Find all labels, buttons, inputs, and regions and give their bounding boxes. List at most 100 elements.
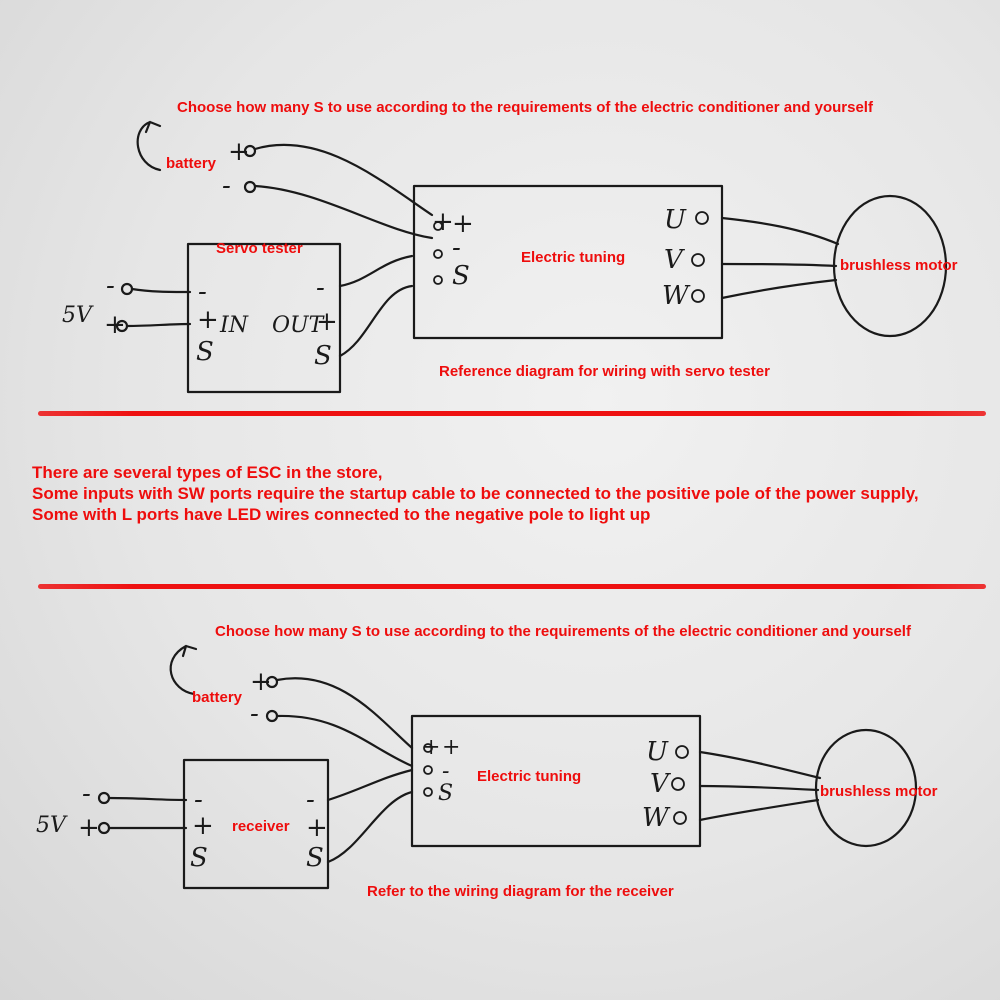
esc-input-signal-b: S xyxy=(438,781,453,806)
battery-plus-b: + xyxy=(250,667,272,697)
esc-output-u: U xyxy=(664,205,687,235)
motor-wire-u-b xyxy=(698,750,822,780)
receiver-label: receiver xyxy=(232,818,290,835)
battery-minus-b: - xyxy=(250,699,259,729)
receiver-out-minus: - xyxy=(306,785,315,815)
battery-minus-wire xyxy=(253,184,434,240)
top-divider xyxy=(38,411,986,416)
supply-minus-wire xyxy=(130,287,192,294)
esc-note-line-3: Some with L ports have LED wires connect… xyxy=(32,505,651,524)
receiver-out-signal: S xyxy=(306,843,324,873)
receiver-pin-plus: + xyxy=(192,811,214,841)
tester-in: IN xyxy=(219,313,249,338)
tester-pin-plus: + xyxy=(197,305,219,335)
esc-input-signal: S xyxy=(452,261,470,291)
motor-circle-bottom xyxy=(814,728,918,848)
tester-out-signal: S xyxy=(314,341,332,371)
esc-in-terminal-1b xyxy=(423,743,433,753)
battery-arrow-b xyxy=(169,644,198,696)
supply-plus-wire xyxy=(125,322,192,328)
tester-pin-minus: - xyxy=(198,277,207,307)
battery-minus: - xyxy=(222,171,231,201)
tester-ground-wire xyxy=(338,254,414,288)
supply-minus-b: - xyxy=(82,779,91,809)
supply-minus-terminal-b xyxy=(97,791,111,805)
battery-plus: + xyxy=(228,137,250,167)
battery-plus-wire xyxy=(253,143,434,217)
supply-minus: - xyxy=(106,271,115,301)
esc-out-u-terminal xyxy=(695,211,709,225)
motor-wire-w-b xyxy=(698,798,820,822)
esc-note-line-1: There are several types of ESC in the st… xyxy=(32,463,383,482)
signal-wire-b xyxy=(326,790,414,864)
motor-wire-u xyxy=(720,216,840,246)
receiver-pin-minus: - xyxy=(194,785,203,815)
esc-in-terminal-3b xyxy=(423,787,433,797)
esc-out-w-terminal-b xyxy=(673,811,687,825)
esc-in-terminal-3 xyxy=(433,275,443,285)
supply-voltage-b: 5V xyxy=(36,813,68,838)
signal-wire xyxy=(338,284,414,358)
receiver-pin-signal: S xyxy=(190,843,208,873)
top-note: Choose how many S to use according to th… xyxy=(177,99,873,116)
supply-plus-b: + xyxy=(78,813,100,843)
tester-out: OUT xyxy=(272,313,326,338)
supply-plus-terminal-b xyxy=(97,821,111,835)
motor-wire-v-b xyxy=(698,784,820,792)
esc-box-bottom xyxy=(410,714,702,848)
top-esc-label: Electric tuning xyxy=(521,249,626,266)
esc-box-top xyxy=(412,184,724,340)
receiver-out-plus: + xyxy=(306,813,328,843)
esc-input-minus-b: - xyxy=(442,759,449,784)
battery-minus-terminal xyxy=(243,180,257,194)
supply-minus-wire-b xyxy=(107,796,188,802)
esc-in-terminal-1 xyxy=(433,221,443,231)
esc-output-v: V xyxy=(664,245,685,275)
esc-out-v-terminal xyxy=(691,253,705,267)
battery-minus-wire-b xyxy=(275,714,414,768)
servo-tester-box xyxy=(186,242,342,394)
esc-output-w: W xyxy=(662,281,691,311)
esc-out-u-terminal-b xyxy=(675,745,689,759)
esc-input-plus-mark-b: + xyxy=(442,735,460,760)
supply-minus-terminal xyxy=(120,282,134,296)
motor-wire-v xyxy=(720,262,838,268)
tester-out-minus: - xyxy=(316,273,325,303)
motor-wire-w xyxy=(720,278,838,300)
tester-pin-signal: S xyxy=(196,337,214,367)
supply-voltage: 5V xyxy=(62,303,94,328)
battery-plus-terminal xyxy=(243,144,257,158)
esc-output-v-b: V xyxy=(650,769,671,799)
esc-in-terminal-2 xyxy=(433,249,443,259)
bottom-motor-label: brushless motor xyxy=(820,783,938,800)
esc-output-u-b: U xyxy=(646,737,669,767)
battery-arrow xyxy=(136,120,162,172)
servo-tester-label: Servo tester xyxy=(216,240,303,257)
tester-out-plus: + xyxy=(316,307,338,337)
esc-out-w-terminal xyxy=(691,289,705,303)
esc-in-terminal-2b xyxy=(423,765,433,775)
esc-output-w-b: W xyxy=(642,803,671,833)
bottom-wiring-diagram: + - 5V - + - + S - + S + + - S U V W xyxy=(36,644,918,890)
esc-note-line-2: Some inputs with SW ports require the st… xyxy=(32,484,919,503)
bottom-caption: Refer to the wiring diagram for the rece… xyxy=(367,883,674,900)
bottom-esc-label: Electric tuning xyxy=(477,768,582,785)
bottom-divider xyxy=(38,584,986,589)
top-caption: Reference diagram for wiring with servo … xyxy=(439,363,770,380)
supply-plus: + xyxy=(104,310,126,340)
esc-input-minus: - xyxy=(452,233,461,263)
top-battery-label: battery xyxy=(166,155,217,172)
battery-plus-terminal-b xyxy=(265,675,279,689)
esc-notes: There are several types of ESC in the st… xyxy=(32,462,919,525)
battery-plus-wire-b xyxy=(275,677,414,750)
motor-circle-top xyxy=(832,194,948,338)
top-wiring-diagram: + - 5V - + - + S IN OUT - + S + + - S U … xyxy=(62,120,948,394)
bottom-note: Choose how many S to use according to th… xyxy=(215,623,911,640)
esc-input-plus-mark: + xyxy=(452,209,474,239)
esc-out-v-terminal-b xyxy=(671,777,685,791)
bottom-battery-label: battery xyxy=(192,689,243,706)
receiver-ground-wire-b xyxy=(326,768,414,802)
battery-minus-terminal-b xyxy=(265,709,279,723)
receiver-box xyxy=(182,758,330,890)
